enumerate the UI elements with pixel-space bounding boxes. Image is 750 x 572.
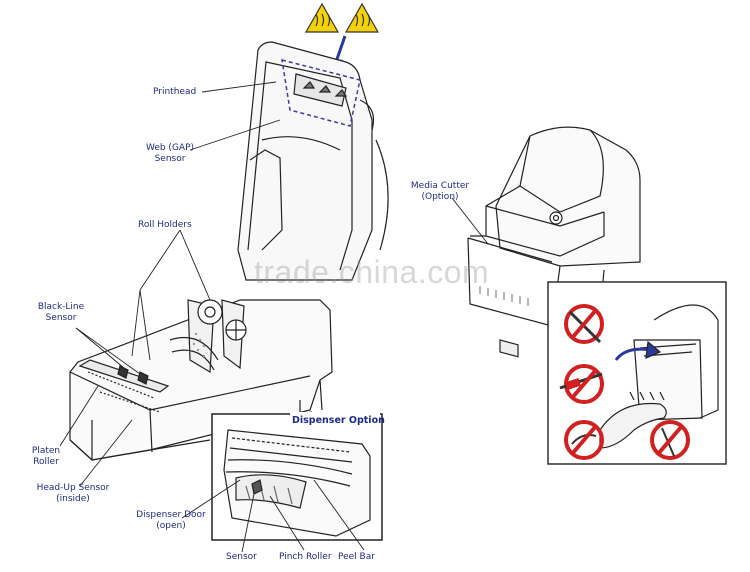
hot-surface-warning-icon [304, 2, 380, 33]
web-gap-sensor-line1: Web (GAP) [145, 143, 195, 153]
dispenser-door-line1: Dispenser Door [136, 510, 206, 520]
leader-lines [59, 81, 489, 553]
peel-bar-label: Peel Bar [338, 552, 375, 562]
roll-holders-label: Roll Holders [138, 220, 192, 230]
head-up-sensor-line2: (inside) [56, 494, 90, 504]
no-hand-icon [564, 420, 604, 460]
web-gap-sensor-line2: Sensor [154, 154, 186, 164]
no-pen-icon [564, 304, 604, 344]
web-gap-sensor-label: Web (GAP) Sensor [140, 143, 200, 165]
media-cutter-line2: (Option) [421, 192, 459, 202]
platen-roller-line2: Roller [33, 457, 59, 467]
black-line-sensor-line1: Black-Line [37, 302, 85, 312]
sensor-label: Sensor [226, 552, 257, 562]
platen-roller-label: Platen Roller [26, 446, 66, 468]
dispenser-inset [211, 413, 383, 541]
black-line-sensor-label: Black-Line Sensor [28, 302, 94, 324]
printer-main [69, 41, 389, 461]
dispenser-option-title: Dispenser Option [292, 415, 385, 426]
media-cutter-label: Media Cutter (Option) [408, 181, 472, 203]
watermark: trade.china.com [254, 254, 490, 290]
black-line-sensor-line2: Sensor [45, 313, 77, 323]
dispenser-title-bg [290, 412, 380, 428]
printhead-label: Printhead [153, 87, 197, 97]
cutter-safety-inset [547, 281, 727, 465]
pinch-roller-label: Pinch Roller [279, 552, 332, 562]
platen-roller-line1: Platen [31, 446, 61, 456]
dispenser-door-label: Dispenser Door (open) [130, 510, 212, 532]
head-up-sensor-label: Head-Up Sensor (inside) [30, 483, 116, 505]
no-screwdriver-icon [559, 364, 604, 404]
media-cutter-line1: Media Cutter [410, 181, 470, 191]
dispenser-door-line2: (open) [156, 521, 186, 531]
no-knife-icon [650, 420, 690, 460]
head-up-sensor-line1: Head-Up Sensor [36, 483, 110, 493]
